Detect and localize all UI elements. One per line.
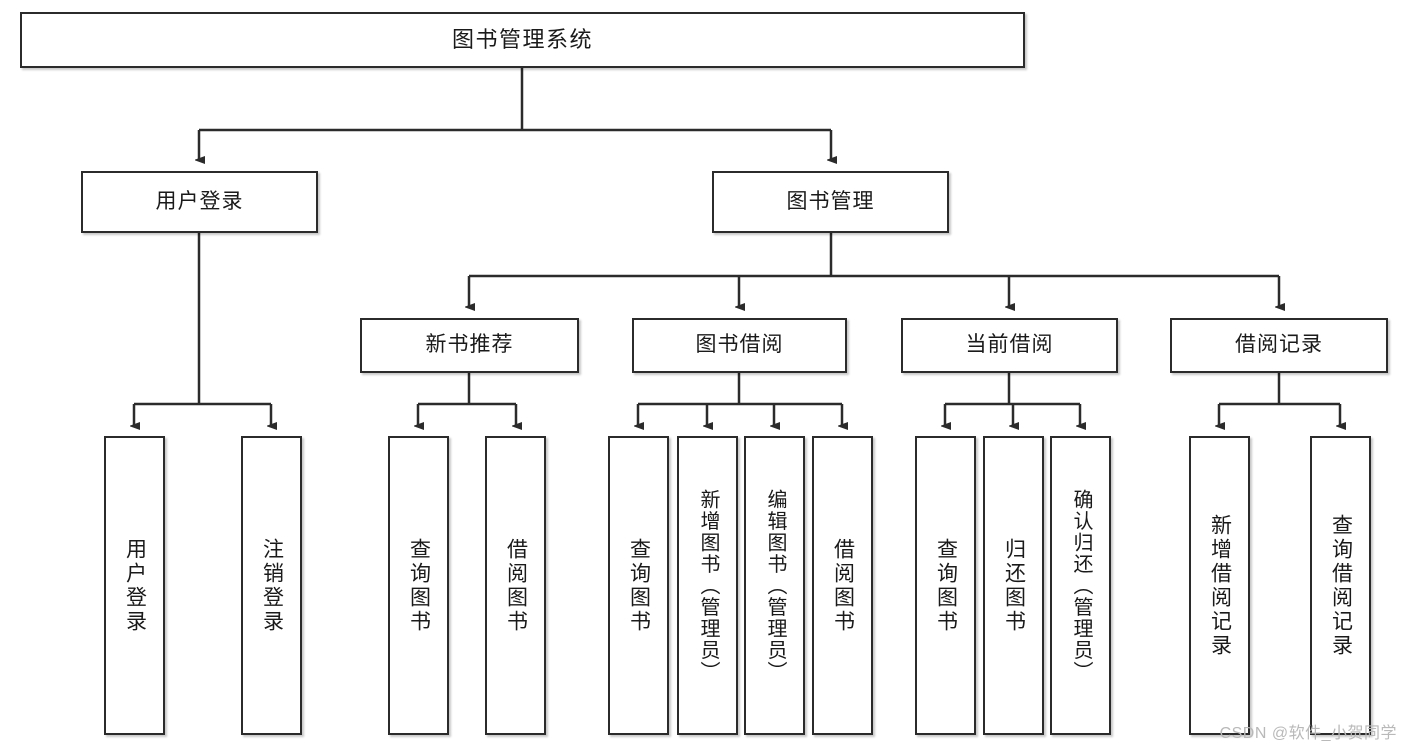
node-leaf-logout[interactable]: 注销登录 <box>241 436 302 735</box>
node-leaf-query-book-borrow-label: 查询图书 <box>627 537 651 634</box>
node-leaf-add-borrow-record-label: 新增借阅记录 <box>1208 513 1232 658</box>
node-leaf-return-book[interactable]: 归还图书 <box>983 436 1044 735</box>
node-root-label: 图书管理系统 <box>451 27 593 53</box>
node-leaf-edit-book-admin[interactable]: 编辑图书（管理员） <box>744 436 805 735</box>
node-leaf-query-book-current[interactable]: 查询图书 <box>915 436 976 735</box>
node-level2-book-management-label: 图书管理 <box>786 189 875 213</box>
node-leaf-query-book-recommend-label: 查询图书 <box>407 537 431 634</box>
node-level3-new-book-recommend[interactable]: 新书推荐 <box>360 318 579 373</box>
node-leaf-borrow-book-recommend-label: 借阅图书 <box>504 537 528 634</box>
node-leaf-query-book-current-label: 查询图书 <box>934 537 958 634</box>
node-leaf-confirm-return-admin[interactable]: 确认归还（管理员） <box>1050 436 1111 735</box>
node-level3-current-borrow-label: 当前借阅 <box>965 333 1054 357</box>
node-level3-borrow-record-label: 借阅记录 <box>1235 333 1323 357</box>
node-leaf-query-borrow-record[interactable]: 查询借阅记录 <box>1310 436 1371 735</box>
node-leaf-user-login[interactable]: 用户登录 <box>104 436 165 735</box>
node-leaf-user-login-label: 用户登录 <box>123 537 147 634</box>
node-level2-user-login[interactable]: 用户登录 <box>81 171 318 233</box>
node-leaf-confirm-return-admin-label: 确认归还（管理员） <box>1070 488 1092 683</box>
node-level2-user-login-label: 用户登录 <box>155 189 244 213</box>
node-root[interactable]: 图书管理系统 <box>20 12 1025 68</box>
node-level3-book-borrow[interactable]: 图书借阅 <box>632 318 847 373</box>
node-leaf-add-borrow-record[interactable]: 新增借阅记录 <box>1189 436 1250 735</box>
node-level3-new-book-recommend-label: 新书推荐 <box>425 333 514 357</box>
node-level3-book-borrow-label: 图书借阅 <box>695 333 784 357</box>
node-leaf-query-book-borrow[interactable]: 查询图书 <box>608 436 669 735</box>
node-leaf-add-book-admin[interactable]: 新增图书（管理员） <box>677 436 738 735</box>
node-leaf-borrow-book-label: 借阅图书 <box>831 537 855 634</box>
node-level3-borrow-record[interactable]: 借阅记录 <box>1170 318 1388 373</box>
node-leaf-logout-label: 注销登录 <box>260 537 284 634</box>
node-leaf-borrow-book[interactable]: 借阅图书 <box>812 436 873 735</box>
node-leaf-query-book-recommend[interactable]: 查询图书 <box>388 436 449 735</box>
node-level2-book-management[interactable]: 图书管理 <box>712 171 949 233</box>
node-leaf-edit-book-admin-label: 编辑图书（管理员） <box>764 488 786 683</box>
node-leaf-query-borrow-record-label: 查询借阅记录 <box>1329 513 1353 658</box>
node-leaf-return-book-label: 归还图书 <box>1002 537 1026 634</box>
csdn-watermark: CSDN @软件_小贺同学 <box>1219 725 1397 742</box>
node-level3-current-borrow[interactable]: 当前借阅 <box>901 318 1118 373</box>
node-leaf-borrow-book-recommend[interactable]: 借阅图书 <box>485 436 546 735</box>
node-leaf-add-book-admin-label: 新增图书（管理员） <box>697 488 719 683</box>
